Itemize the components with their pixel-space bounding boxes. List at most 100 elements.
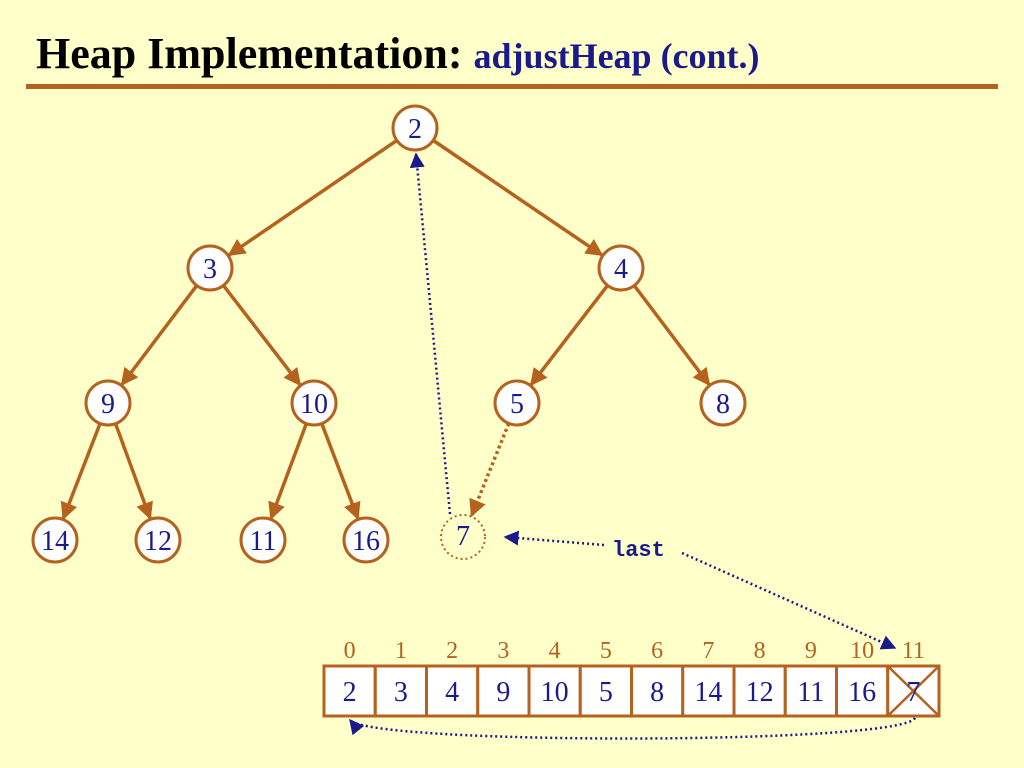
array-index-label: 7 <box>702 638 714 664</box>
pointer-last-to-node <box>503 530 605 547</box>
array-index-label: 4 <box>549 638 561 664</box>
array-cell: 3 <box>373 664 428 718</box>
node-circle <box>493 379 541 427</box>
slide-title: Heap Implementation: adjustHeap (cont.) <box>36 28 760 82</box>
array-index-label: 11 <box>902 638 925 664</box>
array-index-label: 9 <box>805 638 817 664</box>
array-cell-value: 4 <box>445 677 459 708</box>
pointer-arrows <box>349 152 917 740</box>
array-cell: 8 <box>630 664 685 718</box>
title-underline <box>26 84 998 89</box>
array-cell-box <box>322 664 377 718</box>
node-circle <box>239 516 287 564</box>
array-cell-value: 9 <box>496 677 510 708</box>
cross-line <box>886 665 940 717</box>
tree-node: 11 <box>239 516 287 564</box>
array-cell-value: 3 <box>394 677 408 708</box>
array-cell: 4 <box>425 664 480 718</box>
title-main: Heap Implementation: <box>36 29 463 78</box>
array-index-label: 1 <box>395 638 407 664</box>
tree-node: 8 <box>699 379 747 427</box>
array-cell-value: 8 <box>650 677 664 708</box>
node-circle <box>134 516 182 564</box>
array-cell: 5 <box>578 664 633 718</box>
array-cell-value: 10 <box>541 677 569 708</box>
node-circle <box>699 379 747 427</box>
tree-edge <box>529 284 609 387</box>
moved-node-value: 7 <box>456 521 470 552</box>
array-cell-box <box>373 664 428 718</box>
array-cell: 11 <box>783 664 838 718</box>
array-cell-value: 16 <box>848 677 876 708</box>
tree-node: 10 <box>290 379 338 427</box>
tree-nodes: 2 3 4 9 10 5 8 14 12 11 16 7 <box>31 104 747 564</box>
array-cell-box <box>578 664 633 718</box>
array-cell-box <box>425 664 480 718</box>
array-index-label: 6 <box>651 638 663 664</box>
array-cell-box <box>630 664 685 718</box>
array-index-label: 2 <box>446 638 458 664</box>
moved-node: 7 <box>440 514 486 560</box>
pointer-moved-to-root <box>409 152 452 515</box>
array-index-label: 0 <box>344 638 356 664</box>
node-value: 3 <box>203 254 217 285</box>
node-circle <box>186 244 234 292</box>
tree-node: 12 <box>134 516 182 564</box>
node-value: 5 <box>510 389 524 420</box>
array-cell: 16 <box>835 664 890 718</box>
node-value: 4 <box>614 254 628 285</box>
tree-node: 3 <box>186 244 234 292</box>
array-cell-box <box>835 664 890 718</box>
tree-edge <box>120 284 199 387</box>
array-cell: 9 <box>476 664 531 718</box>
dotted-edge-to-moved-node <box>469 422 511 518</box>
tree-node: 4 <box>597 244 645 292</box>
node-value: 12 <box>144 526 172 557</box>
array-cell-box <box>527 664 582 718</box>
array-cell-value: 5 <box>599 677 613 708</box>
node-value: 16 <box>352 526 380 557</box>
node-value: 8 <box>716 389 730 420</box>
array-cell: 10 <box>527 664 582 718</box>
pointer-last-cell-to-first <box>349 717 917 740</box>
array-index-label: 5 <box>600 638 612 664</box>
tree-edge <box>632 284 711 387</box>
tree-node: 16 <box>342 516 390 564</box>
tree-edge <box>320 422 361 521</box>
node-circle <box>31 516 79 564</box>
node-value: 11 <box>250 526 277 557</box>
tree-edge <box>227 138 398 257</box>
tree-edges <box>60 138 711 521</box>
node-value: 2 <box>408 114 422 145</box>
tree-node: 9 <box>84 379 132 427</box>
tree-node: 5 <box>493 379 541 427</box>
array-cell: 14 <box>681 664 736 718</box>
array-cell-value: 7 <box>906 677 920 708</box>
title-sub: adjustHeap (cont.) <box>473 36 760 76</box>
array-cell: 7 <box>886 664 941 718</box>
node-value: 10 <box>300 389 328 420</box>
tree-edge <box>113 423 153 521</box>
array-cell: 2 <box>322 664 377 718</box>
last-label: last <box>612 538 665 563</box>
array-index-label: 10 <box>850 638 874 664</box>
array-cell: 12 <box>732 664 787 718</box>
array-index-label: 8 <box>754 638 766 664</box>
tree-node: 2 <box>391 104 439 152</box>
array-cell-value: 14 <box>694 677 722 708</box>
tree-edge <box>268 423 308 521</box>
node-circle <box>342 516 390 564</box>
tree-edge <box>222 284 302 387</box>
node-circle <box>597 244 645 292</box>
pointer-last-to-array <box>681 551 897 650</box>
array-cell-value: 12 <box>746 677 774 708</box>
array-cell-value: 11 <box>797 677 824 708</box>
tree-node: 14 <box>31 516 79 564</box>
node-circle <box>84 379 132 427</box>
node-circle <box>290 379 338 427</box>
tree-edge <box>432 138 604 257</box>
tree-edge <box>60 422 102 521</box>
